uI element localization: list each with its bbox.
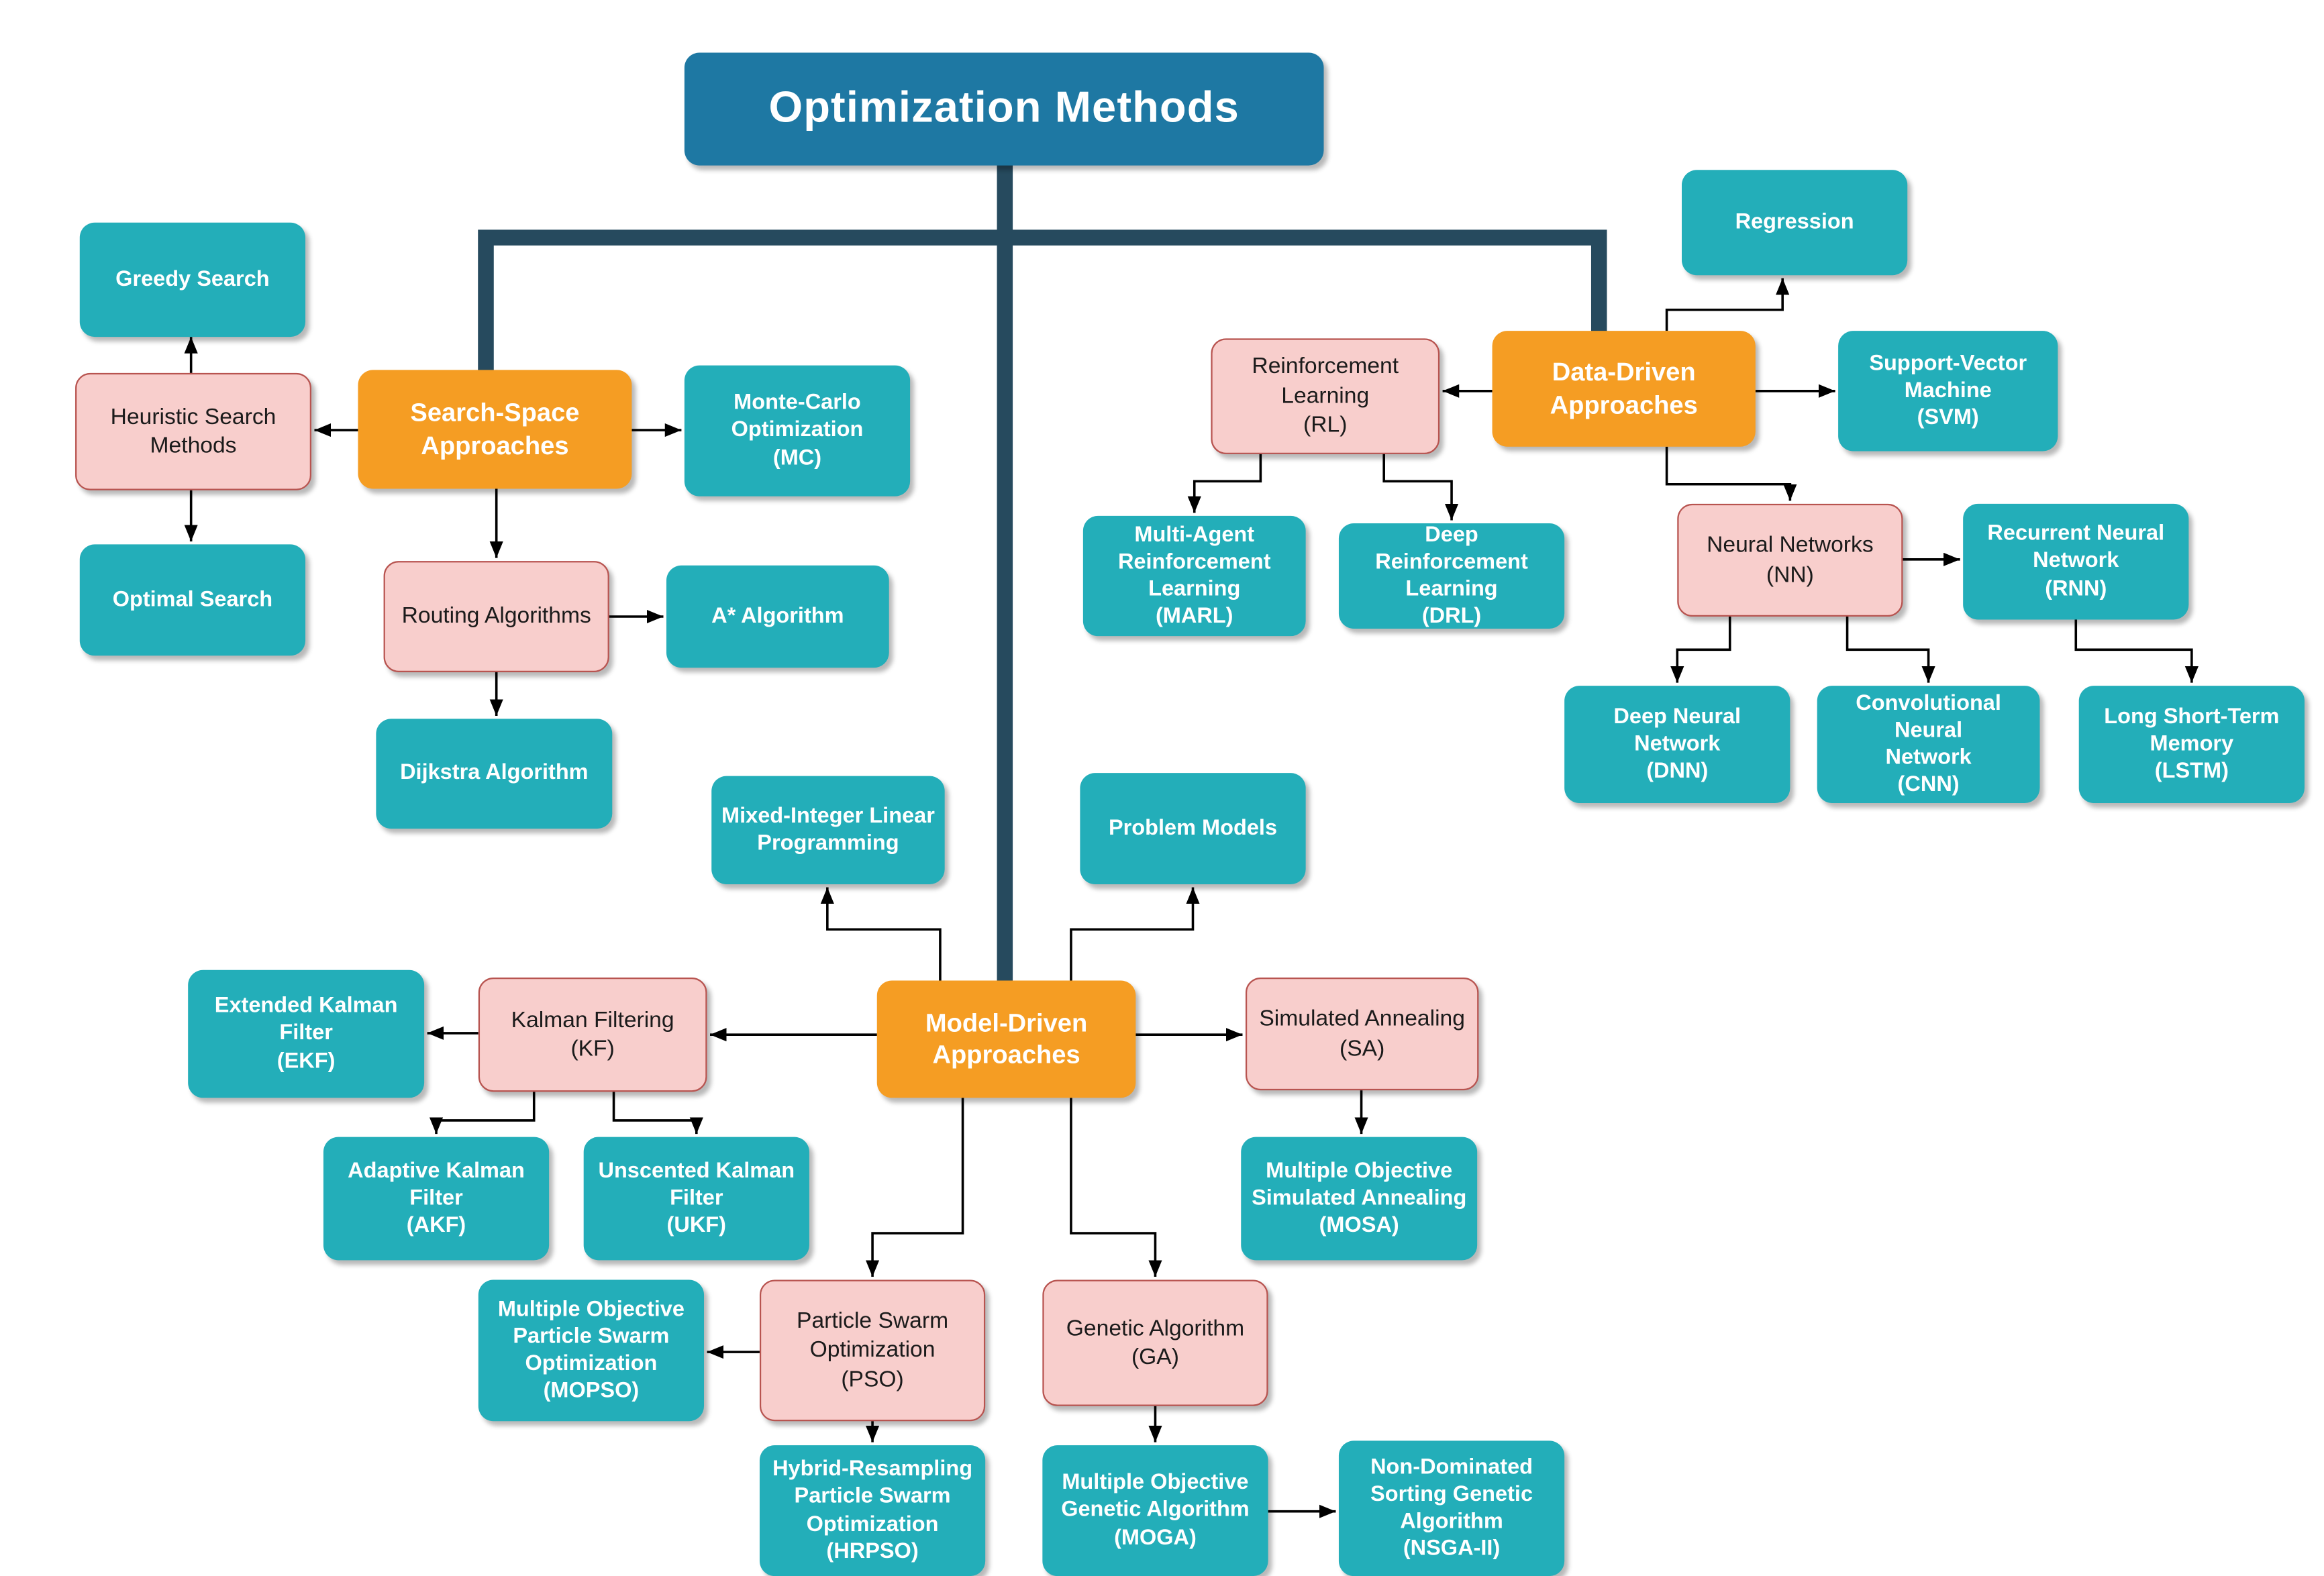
- node-mopso[interactable]: Multiple Objective Particle Swarm Optimi…: [478, 1279, 705, 1422]
- node-mosa[interactable]: Multiple Objective Simulated Annealing (…: [1241, 1137, 1478, 1261]
- edge-nn-cnn: [1846, 617, 1935, 683]
- node-label-nsga2: Non-Dominated Sorting Genetic Algorithm …: [1370, 1455, 1533, 1561]
- node-astar[interactable]: A* Algorithm: [666, 565, 889, 668]
- edge-data_driven-regression: [1665, 278, 1790, 331]
- node-label-hrpso: Hybrid-Resampling Particle Swarm Optimiz…: [772, 1457, 973, 1564]
- node-label-data_driven: Data-Driven Approaches: [1550, 358, 1698, 419]
- node-label-ukf: Unscented Kalman Filter (UKF): [598, 1159, 795, 1238]
- node-greedy[interactable]: Greedy Search: [79, 222, 306, 337]
- node-label-sa: Simulated Annealing (SA): [1259, 1006, 1465, 1061]
- node-hrpso[interactable]: Hybrid-Resampling Particle Swarm Optimiz…: [759, 1445, 986, 1576]
- node-sa[interactable]: Simulated Annealing (SA): [1245, 977, 1479, 1091]
- node-title[interactable]: Optimization Methods: [684, 52, 1324, 166]
- node-monte_carlo[interactable]: Monte-Carlo Optimization (MC): [684, 365, 911, 496]
- edge-rnn-lstm: [2074, 619, 2199, 683]
- node-search_space[interactable]: Search-Space Approaches: [358, 370, 632, 489]
- node-nsga2[interactable]: Non-Dominated Sorting Genetic Algorithm …: [1338, 1440, 1565, 1576]
- node-cnn[interactable]: Convolutional Neural Network (CNN): [1817, 686, 2040, 803]
- node-rl[interactable]: Reinforcement Learning (RL): [1211, 338, 1440, 454]
- node-label-rl: Reinforcement Learning (RL): [1252, 354, 1399, 438]
- node-label-monte_carlo: Monte-Carlo Optimization (MC): [731, 391, 864, 470]
- node-label-marl: Multi-Agent Reinforcement Learning (MARL…: [1117, 523, 1271, 629]
- edge-kalman-ukf: [612, 1092, 703, 1135]
- edge-model_driven-pso: [865, 1098, 964, 1277]
- node-label-moga: Multiple Objective Genetic Algorithm (MO…: [1061, 1471, 1250, 1551]
- node-label-drl: Deep Reinforcement Learning (DRL): [1375, 523, 1528, 629]
- node-model_driven[interactable]: Model-Driven Approaches: [876, 980, 1136, 1098]
- edge-rl-marl: [1187, 454, 1262, 513]
- node-label-cnn: Convolutional Neural Network (CNN): [1856, 691, 2001, 798]
- edge-data_driven-nn: [1665, 446, 1797, 501]
- node-label-greedy: Greedy Search: [115, 267, 270, 292]
- node-dnn[interactable]: Deep Neural Network (DNN): [1564, 686, 1790, 803]
- node-label-rnn: Recurrent Neural Network (RNN): [1987, 522, 2165, 601]
- node-label-dnn: Deep Neural Network (DNN): [1613, 704, 1741, 784]
- node-ukf[interactable]: Unscented Kalman Filter (UKF): [583, 1137, 809, 1261]
- node-label-regression: Regression: [1735, 210, 1854, 235]
- node-lstm[interactable]: Long Short-Term Memory (LSTM): [2078, 686, 2305, 803]
- node-label-title: Optimization Methods: [768, 84, 1240, 133]
- node-label-model_driven: Model-Driven Approaches: [925, 1008, 1088, 1069]
- node-akf[interactable]: Adaptive Kalman Filter (AKF): [323, 1137, 550, 1261]
- node-nn[interactable]: Neural Networks (NN): [1677, 503, 1903, 617]
- node-routing[interactable]: Routing Algorithms: [383, 561, 609, 672]
- node-label-astar: A* Algorithm: [711, 604, 844, 629]
- node-label-kalman: Kalman Filtering (KF): [511, 1006, 674, 1062]
- node-label-akf: Adaptive Kalman Filter (AKF): [348, 1159, 525, 1238]
- node-pso[interactable]: Particle Swarm Optimization (PSO): [759, 1279, 986, 1422]
- node-ga[interactable]: Genetic Algorithm (GA): [1042, 1279, 1268, 1406]
- node-label-mopso: Multiple Objective Particle Swarm Optimi…: [497, 1297, 685, 1404]
- node-regression[interactable]: Regression: [1681, 170, 1908, 276]
- edge-model_driven-ga: [1070, 1098, 1162, 1277]
- node-label-svm: Support-Vector Machine (SVM): [1869, 352, 2027, 431]
- node-label-dijkstra: Dijkstra Algorithm: [400, 761, 589, 786]
- edge-kalman-akf: [429, 1092, 536, 1135]
- node-ekf[interactable]: Extended Kalman Filter (EKF): [188, 969, 425, 1098]
- node-label-nn: Neural Networks (NN): [1707, 532, 1874, 588]
- node-label-ekf: Extended Kalman Filter (EKF): [214, 994, 398, 1073]
- node-label-problem_models: Problem Models: [1108, 816, 1278, 841]
- node-heuristic[interactable]: Heuristic Search Methods: [75, 372, 311, 490]
- node-data_driven[interactable]: Data-Driven Approaches: [1492, 331, 1756, 447]
- node-drl[interactable]: Deep Reinforcement Learning (DRL): [1338, 523, 1565, 629]
- node-label-heuristic: Heuristic Search Methods: [110, 403, 276, 459]
- node-label-pso: Particle Swarm Optimization (PSO): [797, 1308, 949, 1393]
- edge-rl-drl: [1382, 454, 1459, 521]
- edge-model_driven-problem_models: [1070, 887, 1200, 981]
- node-label-milp: Mixed-Integer Linear Programming: [721, 804, 935, 856]
- node-label-optimal: Optimal Search: [112, 588, 273, 613]
- node-optimal[interactable]: Optimal Search: [79, 544, 306, 656]
- node-problem_models[interactable]: Problem Models: [1080, 773, 1306, 885]
- node-label-search_space: Search-Space Approaches: [410, 399, 580, 460]
- node-label-ga: Genetic Algorithm (GA): [1066, 1315, 1245, 1371]
- node-svm[interactable]: Support-Vector Machine (SVM): [1838, 331, 2058, 452]
- node-moga[interactable]: Multiple Objective Genetic Algorithm (MO…: [1042, 1445, 1268, 1576]
- edge-model_driven-milp: [820, 887, 942, 981]
- edge-nn-dnn: [1670, 617, 1731, 683]
- node-label-routing: Routing Algorithms: [401, 603, 591, 629]
- node-kalman[interactable]: Kalman Filtering (KF): [478, 977, 707, 1092]
- trunk-connector-1: [478, 229, 1607, 379]
- node-label-mosa: Multiple Objective Simulated Annealing (…: [1252, 1159, 1467, 1238]
- node-dijkstra[interactable]: Dijkstra Algorithm: [376, 719, 613, 829]
- node-rnn[interactable]: Recurrent Neural Network (RNN): [1963, 503, 2189, 620]
- node-label-lstm: Long Short-Term Memory (LSTM): [2104, 704, 2280, 784]
- node-milp[interactable]: Mixed-Integer Linear Programming: [711, 776, 945, 885]
- node-marl[interactable]: Multi-Agent Reinforcement Learning (MARL…: [1082, 515, 1306, 637]
